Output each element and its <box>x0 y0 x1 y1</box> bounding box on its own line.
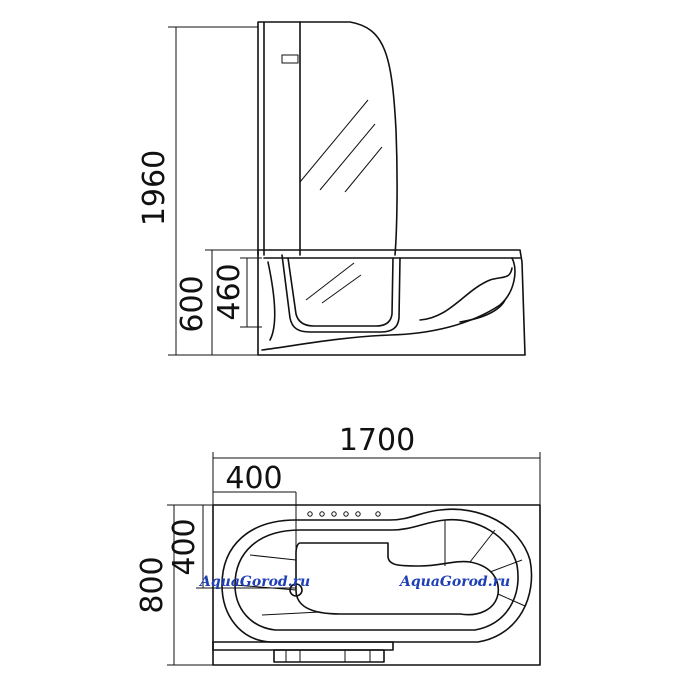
dim-label-400-y: 400 <box>167 518 202 575</box>
glass-door <box>257 21 398 304</box>
dim-label-400-x: 400 <box>225 461 282 496</box>
dimension-400-x: 400 <box>213 461 297 590</box>
dim-label-1700: 1700 <box>339 423 415 458</box>
dim-label-800: 800 <box>135 556 170 613</box>
door-handle <box>281 54 299 64</box>
dimension-400-y: 400 <box>167 504 296 589</box>
jet-1 <box>307 511 313 517</box>
tub-outer-rim <box>212 504 541 666</box>
dimension-600: 600 <box>175 249 262 356</box>
dim-label-460: 460 <box>212 263 247 320</box>
watermark-right: AquaGorod.ru <box>398 574 510 590</box>
top-view: 1700 400 800 400 <box>135 423 541 666</box>
jet-2 <box>319 511 325 517</box>
dim-label-600: 600 <box>175 275 210 332</box>
jets <box>307 511 381 517</box>
jet-6 <box>375 511 381 517</box>
jet-4 <box>343 511 349 517</box>
dimension-1960: 1960 <box>137 26 258 356</box>
tub-side-body <box>257 249 526 356</box>
jet-3 <box>331 511 337 517</box>
jet-5 <box>355 511 361 517</box>
front-step <box>212 641 394 663</box>
dimension-1700: 1700 <box>212 423 541 506</box>
dim-label-1960: 1960 <box>137 150 172 226</box>
dimension-800: 800 <box>135 504 213 666</box>
side-view: 1960 600 460 <box>137 21 526 356</box>
tub-inner-basin <box>221 508 533 643</box>
dimension-460: 460 <box>212 257 262 328</box>
watermark-left: AquaGorod.ru <box>198 574 310 590</box>
drain <box>289 583 303 597</box>
